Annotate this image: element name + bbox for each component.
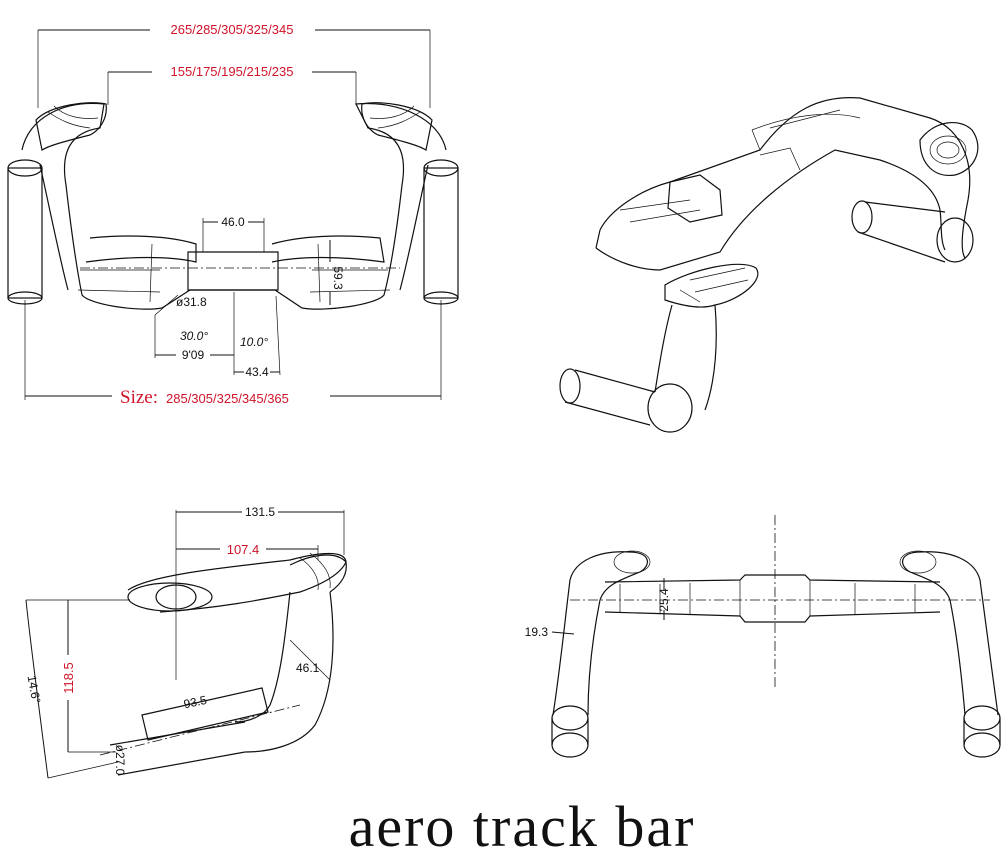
top-view: 25.4 19.3: [525, 515, 1001, 758]
dim-angle-a: 30.0°: [180, 329, 208, 343]
dim-reach-total: 131.5: [245, 505, 275, 519]
dim-bend: 46.1: [296, 661, 320, 675]
dim-drop-angle: 14.6°: [25, 674, 44, 704]
dim-clamp-width: 46.0: [221, 215, 245, 229]
size-label: Size:: [120, 387, 158, 408]
dim-drop: 118.5: [61, 662, 76, 694]
front-view: 265/285/305/325/345 155/175/195/215/235: [7, 22, 459, 408]
isometric-view: [559, 97, 979, 433]
drawing-title: aero track bar: [349, 794, 696, 859]
dim-clamp-thickness: 25.4: [657, 588, 671, 612]
side-view: 131.5 107.4 46.1 93.5 ø27.0 118.5 14.6°: [25, 505, 347, 779]
dim-rise-height: 59.3: [331, 266, 345, 290]
dim-grip-diameter: 19.3: [525, 625, 549, 639]
dim-inner-top-width: 155/175/195/215/235: [171, 64, 294, 79]
size-values: 285/305/325/345/365: [166, 391, 289, 406]
dim-offset-a: 9'09: [182, 348, 205, 362]
size-caption: Size: 285/305/325/345/365: [120, 387, 289, 408]
dim-outer-top-width: 265/285/305/325/345: [171, 22, 294, 37]
dim-extension-diameter: ø27.0: [113, 745, 127, 776]
dim-reach: 107.4: [227, 542, 260, 557]
dim-extension-length: 93.5: [182, 693, 208, 712]
dim-offset-b: 43.4: [245, 365, 269, 379]
dim-angle-b: 10.0°: [240, 335, 268, 349]
dim-clamp-diameter: ø31.8: [176, 295, 207, 309]
